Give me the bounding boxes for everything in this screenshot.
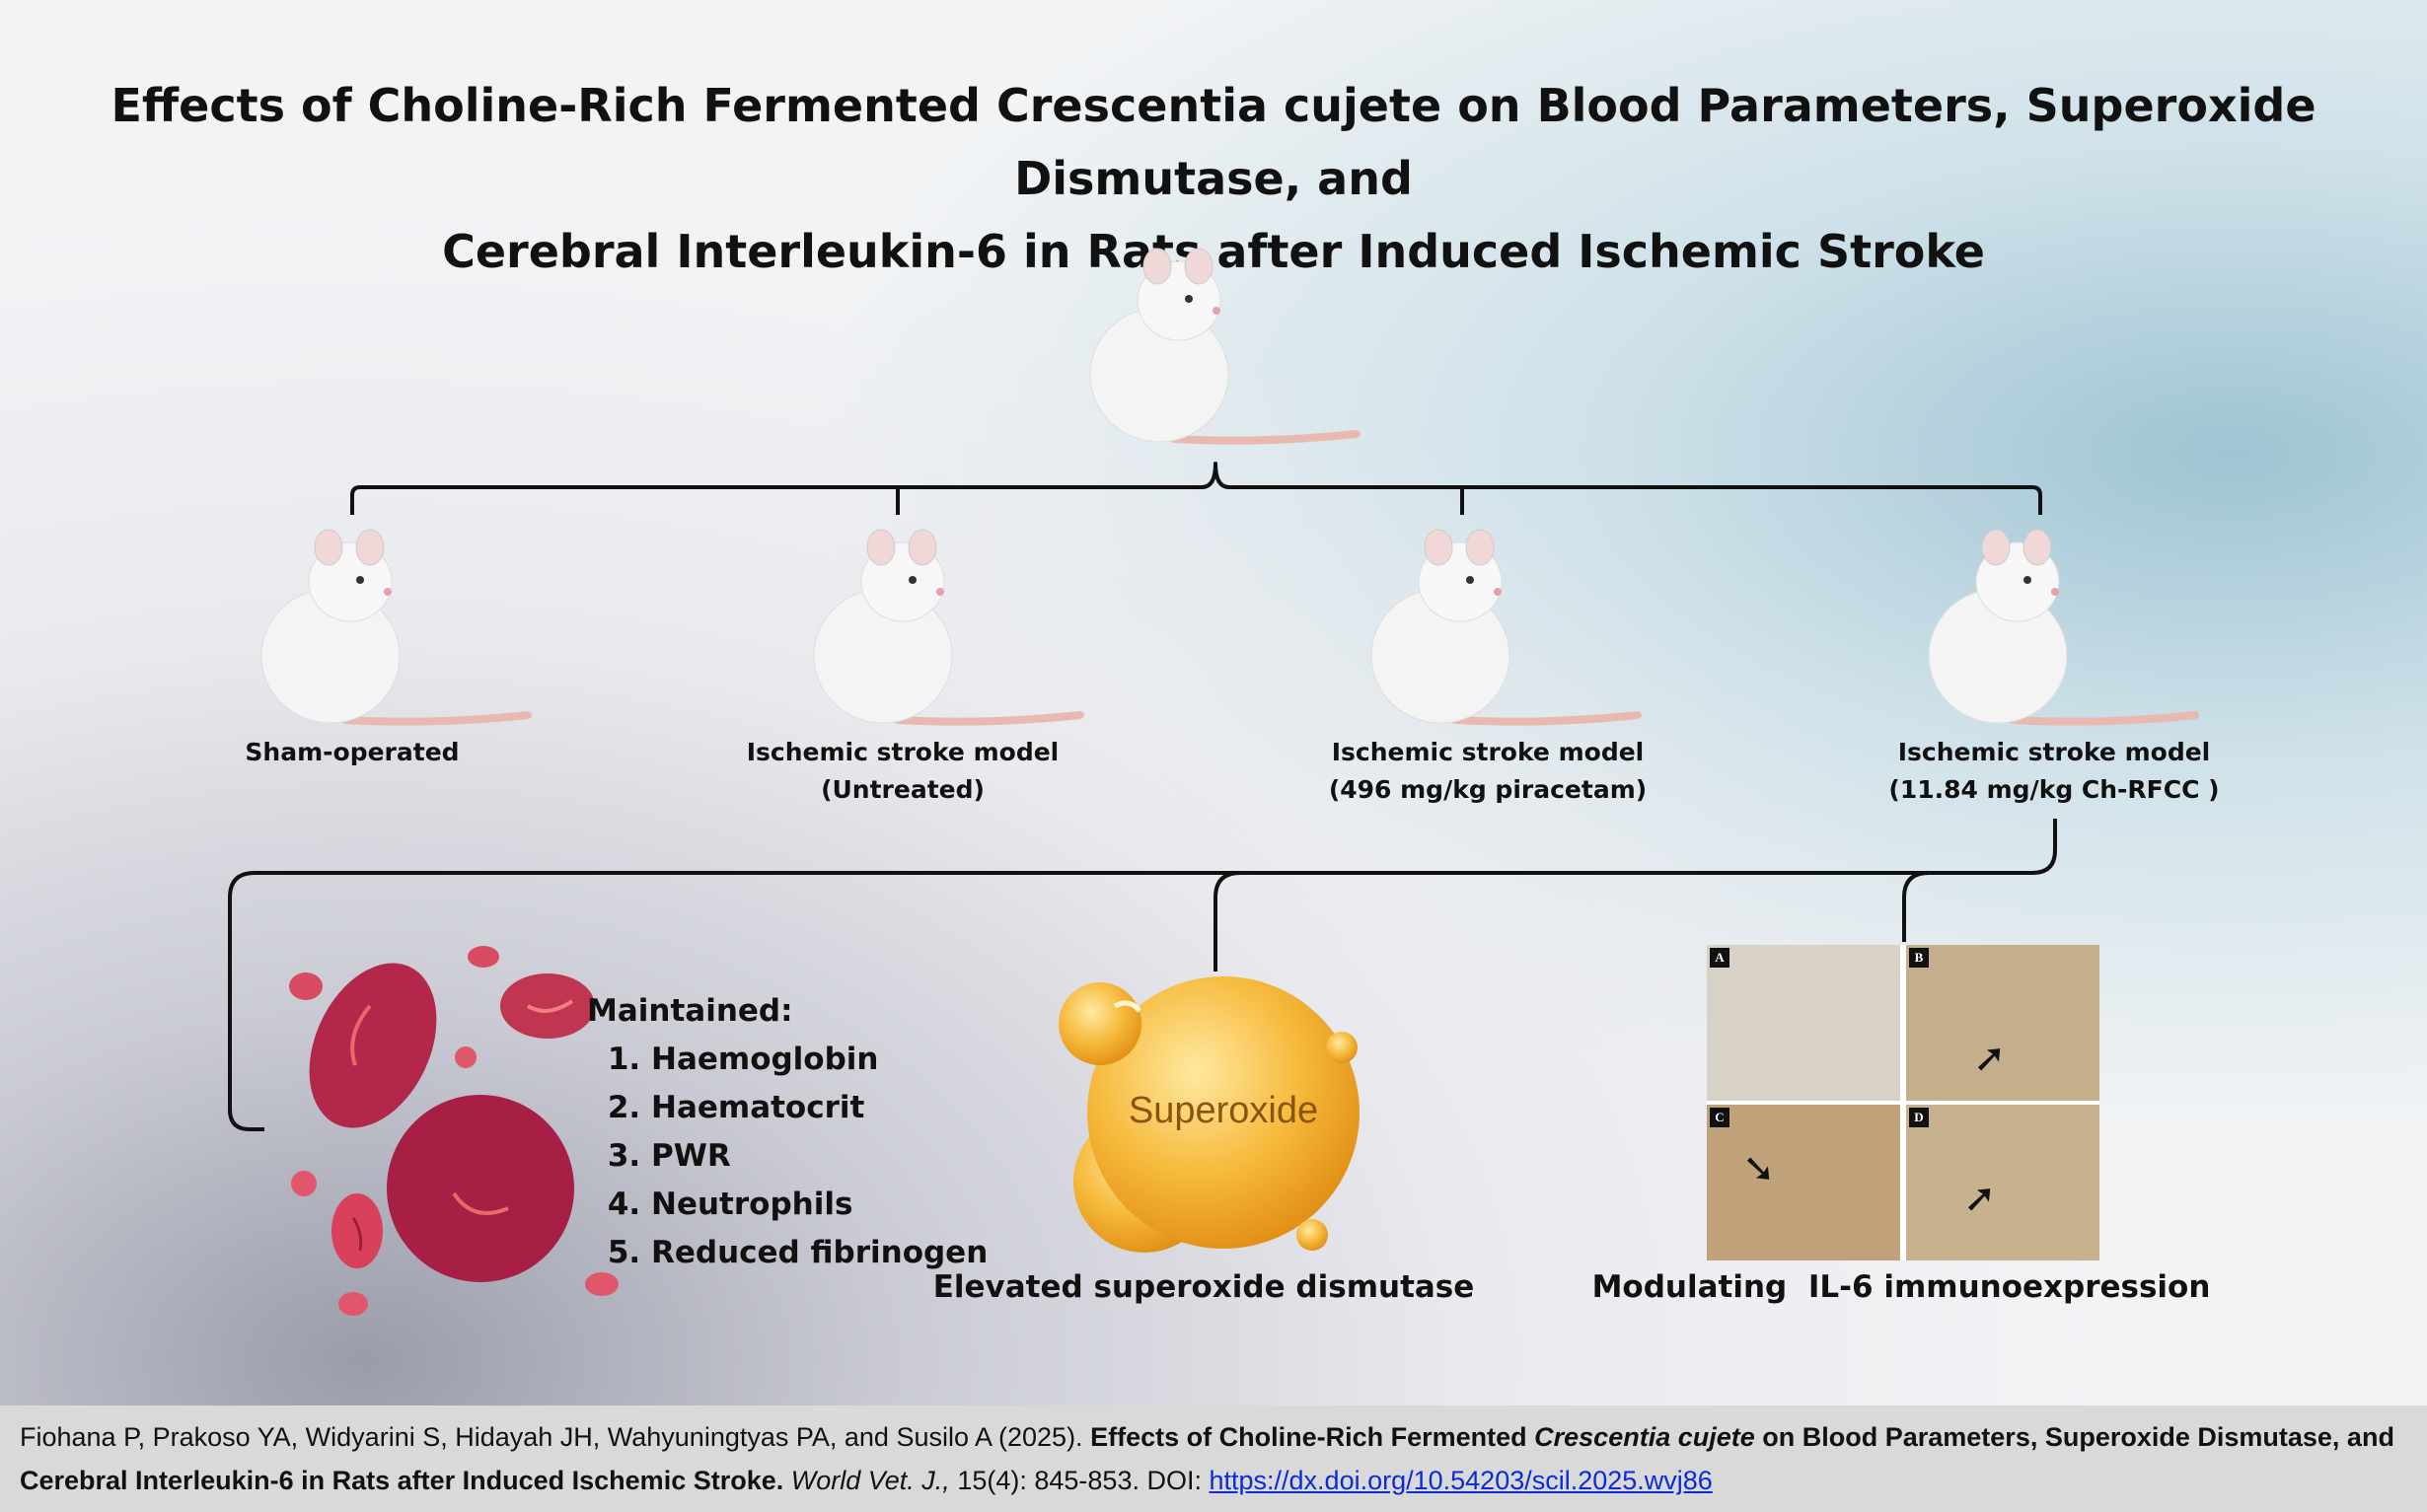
citation-volume: 15 <box>957 1466 988 1495</box>
micrograph-panel-c: C ➘ <box>1707 1105 1900 1260</box>
blood-cell-highlight <box>350 1004 372 1066</box>
micrograph-panel-d: D ➚ <box>1906 1105 2099 1260</box>
blood-cell <box>387 1095 574 1282</box>
list-item: PWR <box>651 1132 988 1181</box>
citation-issue-pages: (4): 845-853. DOI: <box>987 1466 1202 1495</box>
blood-cell-highlight <box>452 1191 509 1215</box>
group-label-sham: Sham-operated <box>135 734 569 771</box>
blood-cell-highlight <box>351 1217 363 1252</box>
top-brace <box>350 462 2042 515</box>
blood-cell <box>338 1292 368 1316</box>
blood-cell <box>500 973 595 1039</box>
group-label-line: Ischemic stroke model <box>1331 738 1645 766</box>
blood-cell <box>309 963 437 1128</box>
group-label-piracetam: Ischemic stroke model (496 mg/kg piracet… <box>1271 734 1705 809</box>
panel-label: C <box>1710 1108 1729 1127</box>
citation-title-part2: on Blood Parameters, Superoxide Dismutas… <box>20 1422 2394 1495</box>
blood-cell <box>331 1193 383 1268</box>
page-title: Effects of Choline-Rich Fermented Cresce… <box>59 69 2368 288</box>
title-line-2: Cerebral Interleukin-6 in Rats after Ind… <box>442 225 1985 278</box>
rat-chrfcc-icon <box>1928 529 2199 726</box>
group-label-line: Ischemic stroke model <box>1897 738 2211 766</box>
blood-cell <box>291 1171 317 1196</box>
list-item: Neutrophils <box>651 1181 988 1229</box>
arrow-icon: ➚ <box>1963 1176 1997 1221</box>
blood-cell <box>585 1272 619 1296</box>
panel-label: A <box>1710 948 1729 968</box>
group-label-line: Ischemic stroke model <box>746 738 1060 766</box>
citation-journal: World Vet. J., <box>790 1466 950 1495</box>
blood-cell <box>289 972 323 1000</box>
group-label-line: (11.84 mg/kg Ch-RFCC ) <box>1888 775 2220 804</box>
superoxide-label: Superoxide <box>1129 1090 1318 1131</box>
bottom-stem <box>228 819 2057 1131</box>
group-label-untreated: Ischemic stroke model (Untreated) <box>686 734 1120 809</box>
superoxide-bubble-illustration: Superoxide <box>1059 976 1360 1253</box>
rat-top-icon <box>1089 248 1361 445</box>
citation-doi-link[interactable]: https://dx.doi.org/10.54203/scil.2025.wv… <box>1209 1466 1713 1495</box>
citation-footer: Fiohana P, Prakoso YA, Widyarini S, Hida… <box>0 1405 2427 1512</box>
il6-caption: Modulating IL-6 immunoexpression <box>1591 1269 2211 1305</box>
title-line-1: Effects of Choline-Rich Fermented Cresce… <box>110 79 2317 205</box>
branch-il6 <box>1902 871 1930 942</box>
list-item: Haemoglobin <box>651 1036 988 1084</box>
arrow-icon: ➚ <box>1973 1036 2007 1081</box>
rat-sham-icon <box>260 529 532 726</box>
panel-label: D <box>1909 1108 1929 1127</box>
il6-micrograph-grid: A B ➚ C ➘ D ➚ <box>1707 945 2099 1260</box>
list-heading: Maintained: <box>587 993 793 1029</box>
blood-cell <box>455 1046 477 1068</box>
superoxide-caption: Elevated superoxide dismutase <box>932 1269 1475 1305</box>
group-label-line: (496 mg/kg piracetam) <box>1328 775 1648 804</box>
panel-label: B <box>1909 948 1929 968</box>
list-item: Haematocrit <box>651 1084 988 1132</box>
citation-title-part1: Effects of Choline-Rich Fermented <box>1090 1422 1527 1452</box>
connector-lines <box>228 462 2057 1131</box>
rat-piracetam-icon <box>1370 529 1642 726</box>
blood-parameters-list: Maintained: Haemoglobin Haematocrit PWR … <box>587 986 988 1277</box>
group-label-line: (Untreated) <box>821 775 985 804</box>
branch-superoxide <box>1214 871 1241 972</box>
blood-cell-highlight <box>526 999 574 1013</box>
rat-untreated-icon <box>813 529 1084 726</box>
group-label-chrfcc: Ischemic stroke model (11.84 mg/kg Ch-RF… <box>1837 734 2271 809</box>
blood-cells-illustration <box>289 946 619 1316</box>
blood-cell <box>468 946 499 968</box>
group-label-line: Sham-operated <box>245 738 460 766</box>
arrow-icon: ➘ <box>1742 1146 1776 1191</box>
list-item: Reduced fibrinogen <box>651 1229 988 1277</box>
micrograph-panel-b: B ➚ <box>1906 945 2099 1101</box>
citation-title-species: Crescentia cujete <box>1534 1422 1755 1452</box>
micrograph-panel-a: A <box>1707 945 1900 1101</box>
citation-authors: Fiohana P, Prakoso YA, Widyarini S, Hida… <box>20 1422 1083 1452</box>
